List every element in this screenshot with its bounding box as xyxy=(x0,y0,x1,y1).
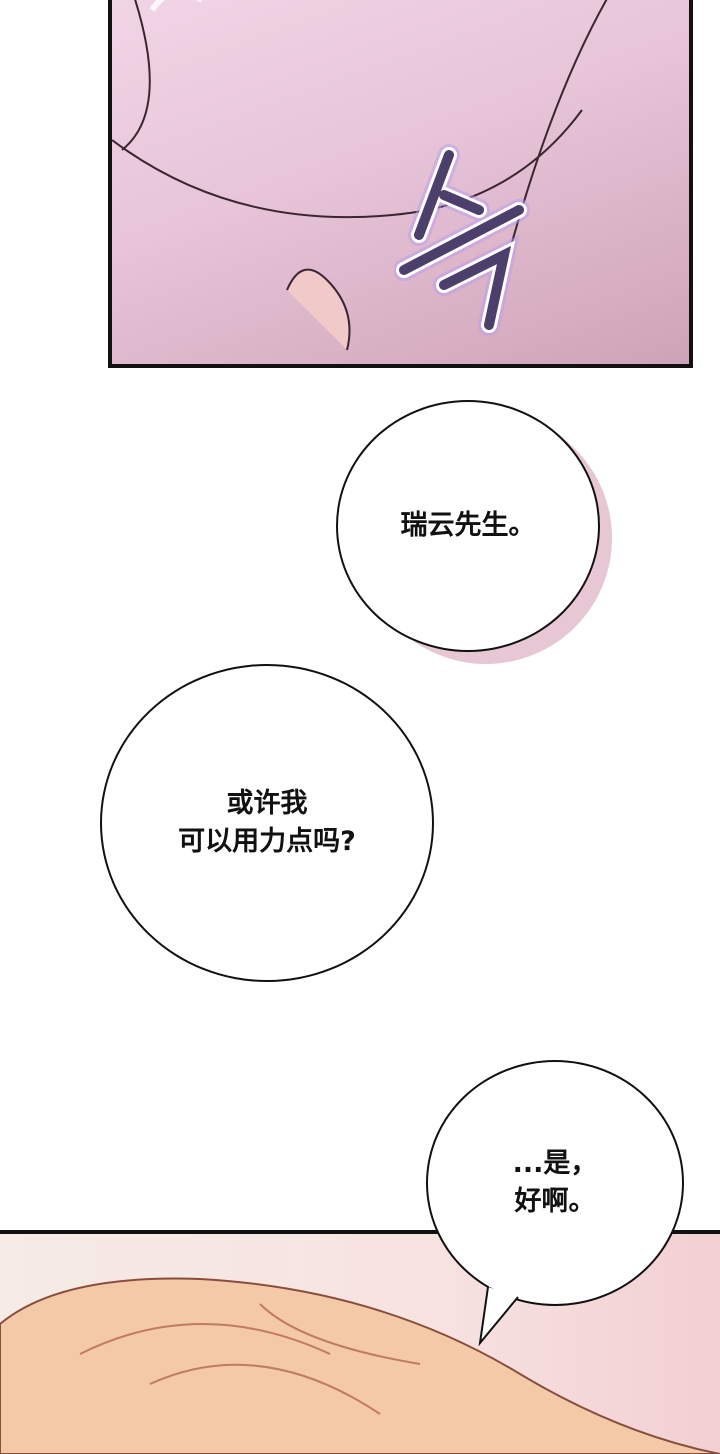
bubble-text: 可以用力点吗? xyxy=(178,826,356,857)
bubble-text: ...是， xyxy=(512,1148,598,1179)
bottom-panel-illustration xyxy=(0,1230,720,1454)
top-panel-illustration xyxy=(108,0,693,368)
bubble-text: 或许我 xyxy=(226,788,308,819)
sfx-sound-effect xyxy=(394,144,530,336)
hair-illustration xyxy=(0,1277,720,1454)
bubble-tail xyxy=(478,1285,519,1347)
speech-bubble-3: ...是， 好啊。 xyxy=(426,1060,684,1306)
speech-bubble-2: 或许我 可以用力点吗? xyxy=(100,664,434,982)
body-illustration xyxy=(112,0,608,351)
speech-bubble-1: 瑞云先生。 xyxy=(336,400,600,652)
bubble-text: 瑞云先生。 xyxy=(400,510,536,541)
bubble-text: 好啊。 xyxy=(514,1186,596,1217)
